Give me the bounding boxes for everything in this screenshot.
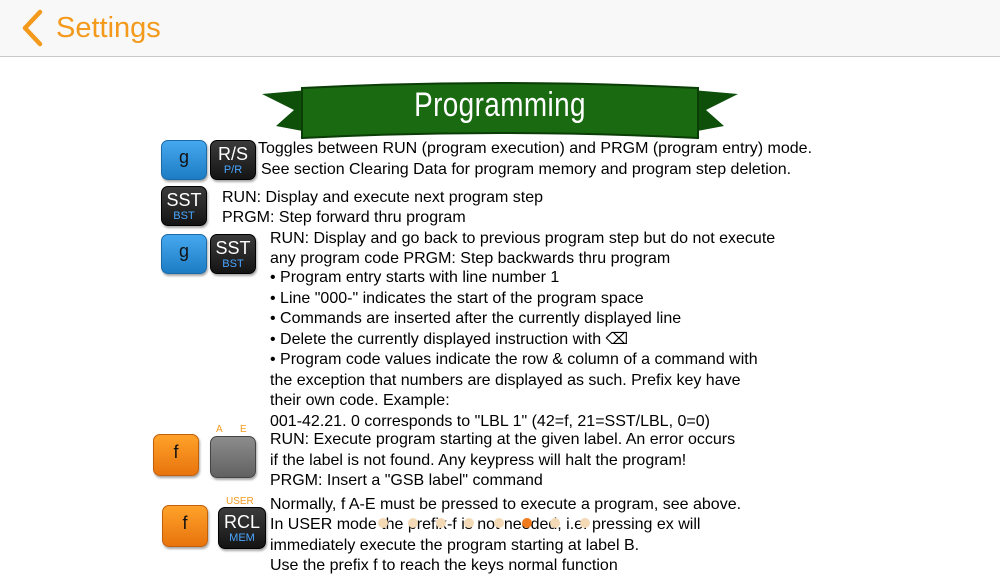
label-key: [210, 436, 256, 478]
page-indicator[interactable]: [378, 518, 628, 530]
text-line: See section Clearing Data for program me…: [261, 161, 792, 178]
text-line: any program code PRGM: Step backwards th…: [270, 250, 671, 267]
navigation-bar: Settings: [0, 0, 1000, 57]
text-line: • Delete the currently displayed instruc…: [270, 331, 629, 348]
page-dot-active[interactable]: [522, 518, 532, 528]
label-e: E: [240, 424, 247, 435]
g-key-2: g: [161, 234, 207, 274]
back-label: Settings: [56, 11, 161, 44]
text-line: Toggles between RUN (program execution) …: [258, 140, 813, 157]
text-line: • Program entry starts with line number …: [270, 269, 560, 286]
page-dot[interactable]: [550, 518, 560, 528]
page-dot[interactable]: [464, 518, 474, 528]
text-line: RUN: Display and go back to previous pro…: [270, 230, 776, 247]
text-line: PRGM: Step forward thru program: [222, 209, 466, 226]
text-line: • Line "000-" indicates the start of the…: [270, 290, 644, 307]
page-dot[interactable]: [436, 518, 446, 528]
chevron-left-icon: [20, 9, 44, 47]
text-line: Use the prefix f to reach the keys norma…: [270, 557, 618, 574]
run-stop-key: R/S P/R: [210, 140, 256, 180]
text-line: RUN: Execute program starting at the giv…: [270, 431, 736, 448]
section-banner: [262, 82, 738, 140]
text-line: Normally, f A-E must be pressed to execu…: [270, 496, 742, 513]
text-line: In USER mode the prefix-f is not needed,…: [270, 516, 701, 533]
text-line: immediately execute the program starting…: [270, 537, 640, 554]
text-line: • Commands are inserted after the curren…: [270, 310, 682, 327]
f-key-2: f: [162, 505, 208, 547]
label-a: A: [216, 424, 223, 435]
rcl-key: RCL MEM: [218, 507, 266, 549]
page-dot[interactable]: [580, 518, 590, 528]
text-line: 001-42.21. 0 corresponds to "LBL 1" (42=…: [270, 413, 710, 430]
text-line: RUN: Display and execute next program st…: [222, 189, 544, 206]
page-dot[interactable]: [378, 518, 388, 528]
text-line: the exception that numbers are displayed…: [270, 372, 741, 389]
f-key: f: [153, 434, 199, 476]
text-line: PRGM: Insert a "GSB label" command: [270, 472, 543, 489]
page-dot[interactable]: [408, 518, 418, 528]
user-label: USER: [226, 496, 254, 507]
text-line: if the label is not found. Any keypress …: [270, 452, 687, 469]
text-line: their own code. Example:: [270, 392, 450, 409]
g-key: g: [161, 140, 207, 180]
section-title: Programming: [414, 86, 586, 124]
sst-key: SST BST: [161, 186, 207, 226]
sst-key-2: SST BST: [210, 234, 256, 274]
back-button[interactable]: Settings: [20, 8, 161, 48]
page-dot[interactable]: [494, 518, 504, 528]
text-line: • Program code values indicate the row &…: [270, 351, 758, 368]
